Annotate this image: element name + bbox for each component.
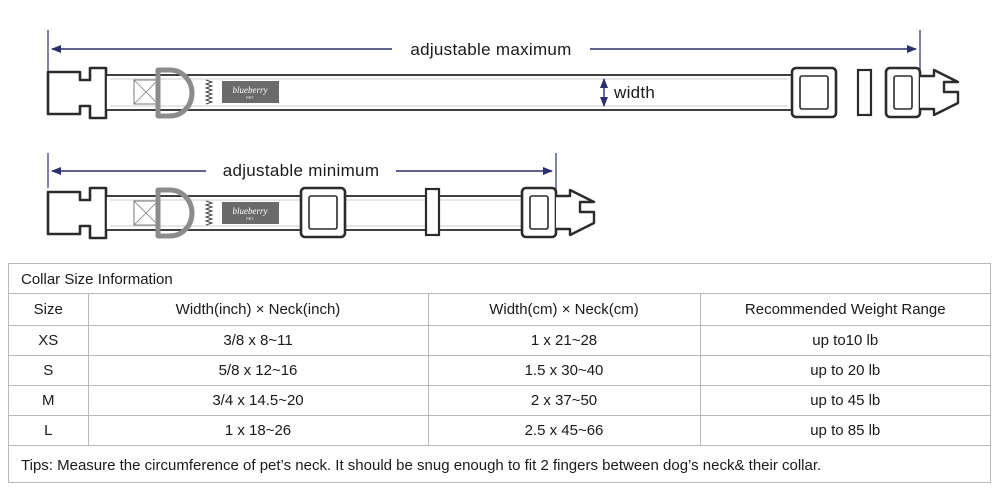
cell-inch: 3/8 x 8~11: [87, 325, 429, 356]
zigzag-stitch: [204, 79, 214, 105]
header-width-neck-inch: Width(inch) × Neck(inch): [87, 293, 429, 326]
cell-cm: 2.5 x 45~66: [427, 415, 701, 446]
size-info-title: Collar Size Information: [21, 271, 173, 288]
size-information-panel: Collar Size Information Size Width(inch)…: [8, 263, 991, 483]
size-table: Size Width(inch) × Neck(inch) Width(cm) …: [9, 293, 990, 446]
table-row: XS 3/8 x 8~11 1 x 21~28 up to10 lb: [9, 325, 990, 356]
brand-name-min: blueberry: [233, 206, 268, 216]
cell-inch: 5/8 x 12~16: [87, 355, 429, 386]
collar-strap: [105, 74, 793, 111]
collar-maximum: adjustable maximum blueberry PET width: [46, 30, 960, 120]
cell-weight: up to 85 lb: [699, 415, 990, 446]
header-weight-range: Recommended Weight Range: [699, 293, 990, 326]
cell-size: XS: [9, 325, 89, 356]
d-ring-min: [155, 187, 195, 239]
adjustable-maximum-label: adjustable maximum: [410, 40, 571, 59]
table-row: S 5/8 x 12~16 1.5 x 30~40 up to 20 lb: [9, 355, 990, 386]
collar-diagram: adjustable maximum blueberry PET width: [46, 30, 960, 240]
male-buckle: [884, 66, 960, 119]
cell-weight: up to 45 lb: [699, 385, 990, 416]
cell-weight: up to10 lb: [699, 325, 990, 356]
brand-name: blueberry: [233, 85, 268, 95]
cell-cm: 1.5 x 30~40: [427, 355, 701, 386]
header-size: Size: [9, 293, 89, 326]
cell-size: M: [9, 385, 89, 416]
male-buckle-min: [520, 186, 596, 239]
cell-cm: 2 x 37~50: [427, 385, 701, 416]
female-buckle: [46, 66, 108, 120]
cell-cm: 1 x 21~28: [427, 325, 701, 356]
keeper-loop-min: [424, 187, 441, 237]
stitch-patch-min: [133, 200, 159, 226]
table-row: M 3/4 x 14.5~20 2 x 37~50 up to 45 lb: [9, 385, 990, 416]
table-header-row: Size Width(inch) × Neck(inch) Width(cm) …: [9, 293, 990, 326]
brand-sub: PET: [246, 95, 254, 100]
cell-weight: up to 20 lb: [699, 355, 990, 386]
collar-minimum: adjustable minimum blueberry PET: [46, 153, 596, 240]
cell-size: L: [9, 415, 89, 446]
brand-patch-min: blueberry PET: [222, 202, 279, 224]
brand-sub-min: PET: [246, 216, 254, 221]
d-ring: [155, 67, 195, 119]
female-buckle-min: [46, 186, 108, 240]
cell-inch: 3/4 x 14.5~20: [87, 385, 429, 416]
zigzag-stitch-min: [204, 200, 214, 226]
adjustable-minimum-label: adjustable minimum: [223, 161, 380, 180]
cell-size: S: [9, 355, 89, 386]
brand-patch: blueberry PET: [222, 81, 279, 103]
header-width-neck-cm: Width(cm) × Neck(cm): [427, 293, 701, 326]
cell-inch: 1 x 18~26: [87, 415, 429, 446]
table-row: L 1 x 18~26 2.5 x 45~66 up to 85 lb: [9, 415, 990, 446]
width-label: width: [613, 83, 655, 102]
sizing-tips: Tips: Measure the circumference of pet’s…: [21, 457, 822, 474]
keeper-loop: [856, 68, 873, 117]
